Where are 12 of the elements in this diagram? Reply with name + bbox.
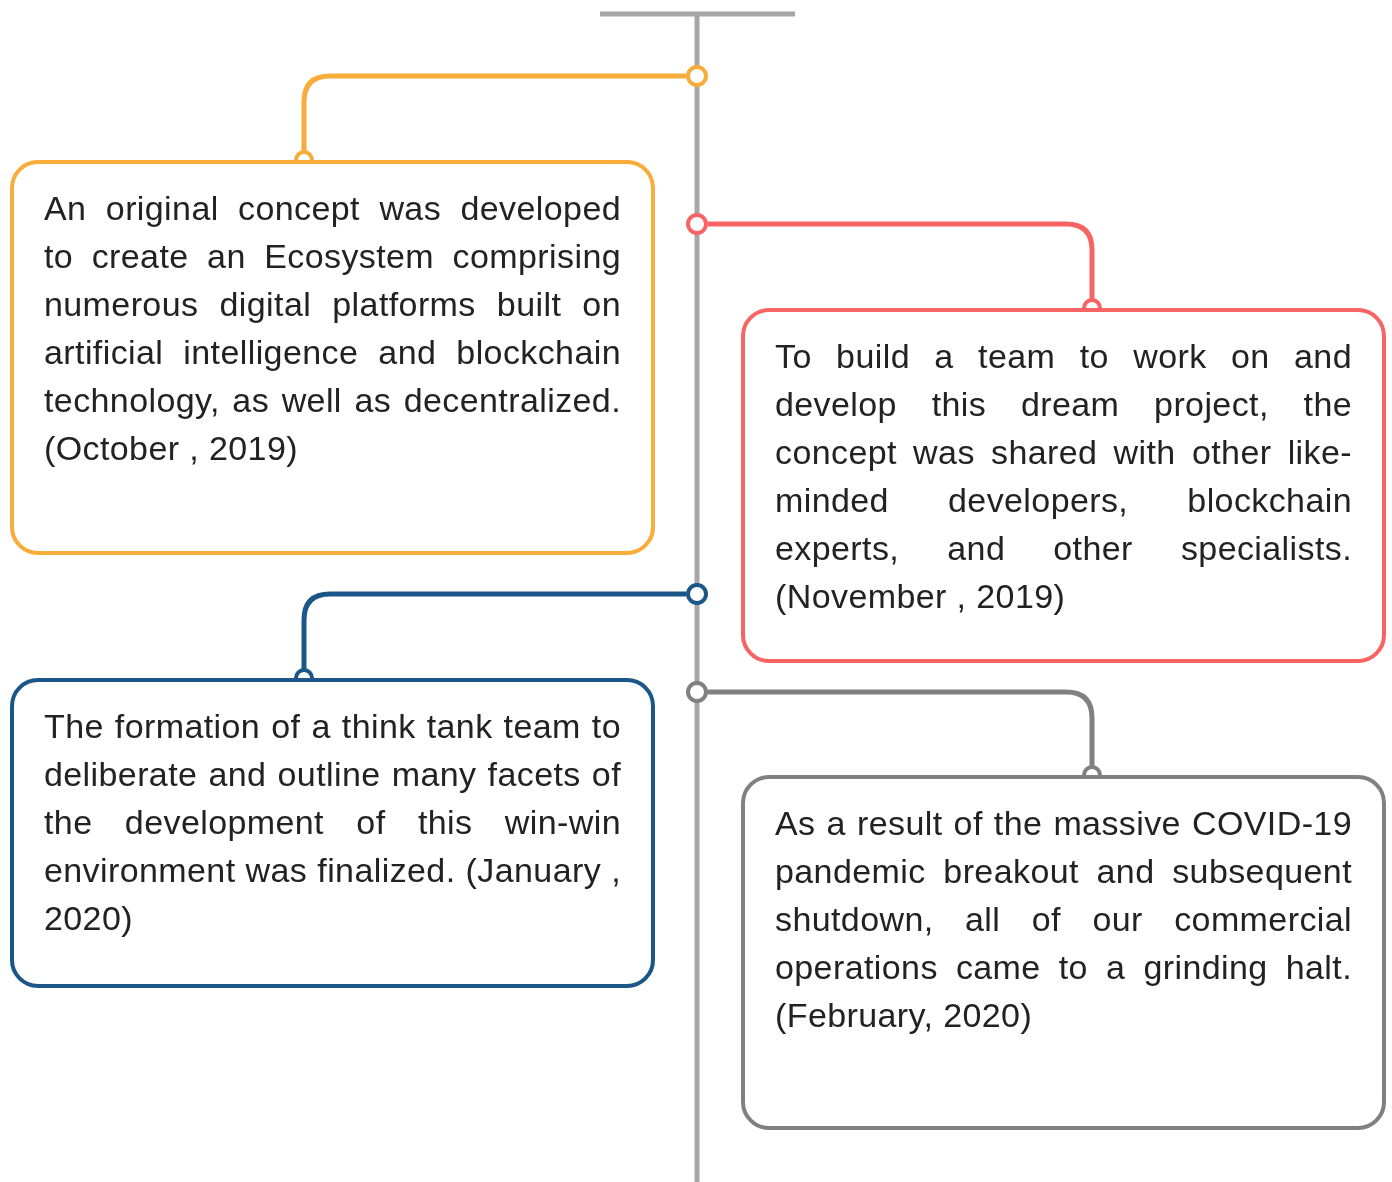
event-description: The formation of a think tank team to deliberate and outline many facets of the development of this win-win environment was finalized. (January , 2020)	[44, 706, 621, 939]
timeline-marker	[686, 213, 708, 235]
event-description: As a result of the massive COVID-19 pandemic breakout and subsequent shutdown, all of our commercial operations came to a grinding halt. (February, 2020)	[775, 803, 1352, 1036]
event-description: An original concept was developed to create an Ecosystem comprising numerous digital platforms built on artificial intelligence and blockchain technology, as well as decentralized. (October , 2019)	[44, 188, 621, 469]
timeline-marker	[686, 583, 708, 605]
event-card	[10, 678, 655, 988]
event-card	[741, 775, 1386, 1130]
event-card	[10, 160, 655, 555]
event-description: To build a team to work on and develop this dream project, the concept was shared with other like-minded developers, blockchain experts, and other specialists. (November , 2019)	[775, 336, 1352, 617]
timeline-marker	[686, 681, 708, 703]
timeline-marker	[686, 65, 708, 87]
event-card	[741, 308, 1386, 663]
